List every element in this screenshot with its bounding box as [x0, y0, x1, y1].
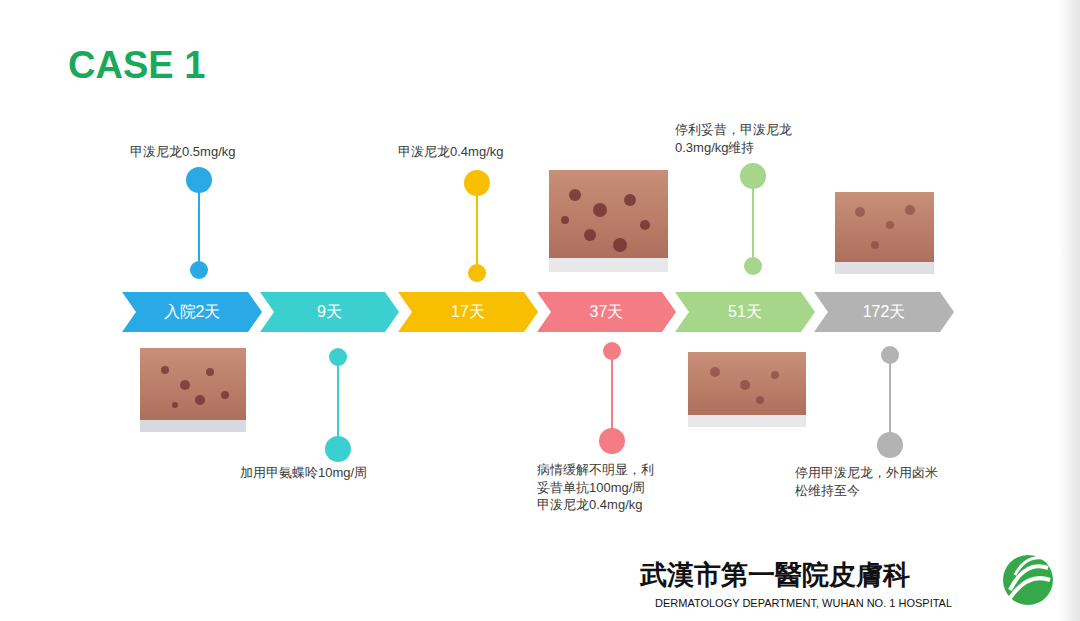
- time-label: 51天: [728, 302, 762, 323]
- treatment-note: 停用甲泼尼龙，外用卤米 松维持至今: [795, 464, 980, 499]
- footer-text: 武漢市第一醫院皮膚科: [640, 560, 1000, 590]
- time-label: 37天: [590, 302, 624, 323]
- time-label: 17天: [451, 302, 485, 323]
- hospital-logo: [1003, 555, 1053, 605]
- treatment-note: 停利妥昔，甲泼尼龙 0.3mg/kg维持: [675, 121, 825, 156]
- slide-title: CASE 1: [68, 44, 205, 87]
- timeline-chevron: 入院2天: [122, 292, 262, 332]
- time-label: 172天: [863, 302, 906, 323]
- time-label: 9天: [317, 302, 342, 323]
- treatment-note: 甲泼尼龙0.5mg/kg: [130, 143, 290, 161]
- timeline-pins: [186, 163, 903, 462]
- treatment-note: 甲泼尼龙0.4mg/kg: [398, 143, 558, 161]
- footer-text: DERMATOLOGY DEPARTMENT, WUHAN NO. 1 HOSP…: [655, 597, 1015, 609]
- timeline-chevron: 172天: [814, 292, 954, 332]
- timeline-chevron: 9天: [260, 292, 399, 332]
- time-label: 入院2天: [164, 302, 221, 323]
- timeline-chevron: 17天: [398, 292, 538, 332]
- treatment-note: 病情缓解不明显，利 妥昔单抗100mg/周 甲泼尼龙0.4mg/kg: [537, 461, 702, 514]
- patient-photos: [140, 170, 934, 432]
- timeline-chevron: 51天: [675, 292, 815, 332]
- timeline-chevron: 37天: [537, 292, 676, 332]
- treatment-note: 加用甲氨蝶呤10mg/周: [240, 464, 440, 482]
- edge-shade: [1058, 0, 1080, 621]
